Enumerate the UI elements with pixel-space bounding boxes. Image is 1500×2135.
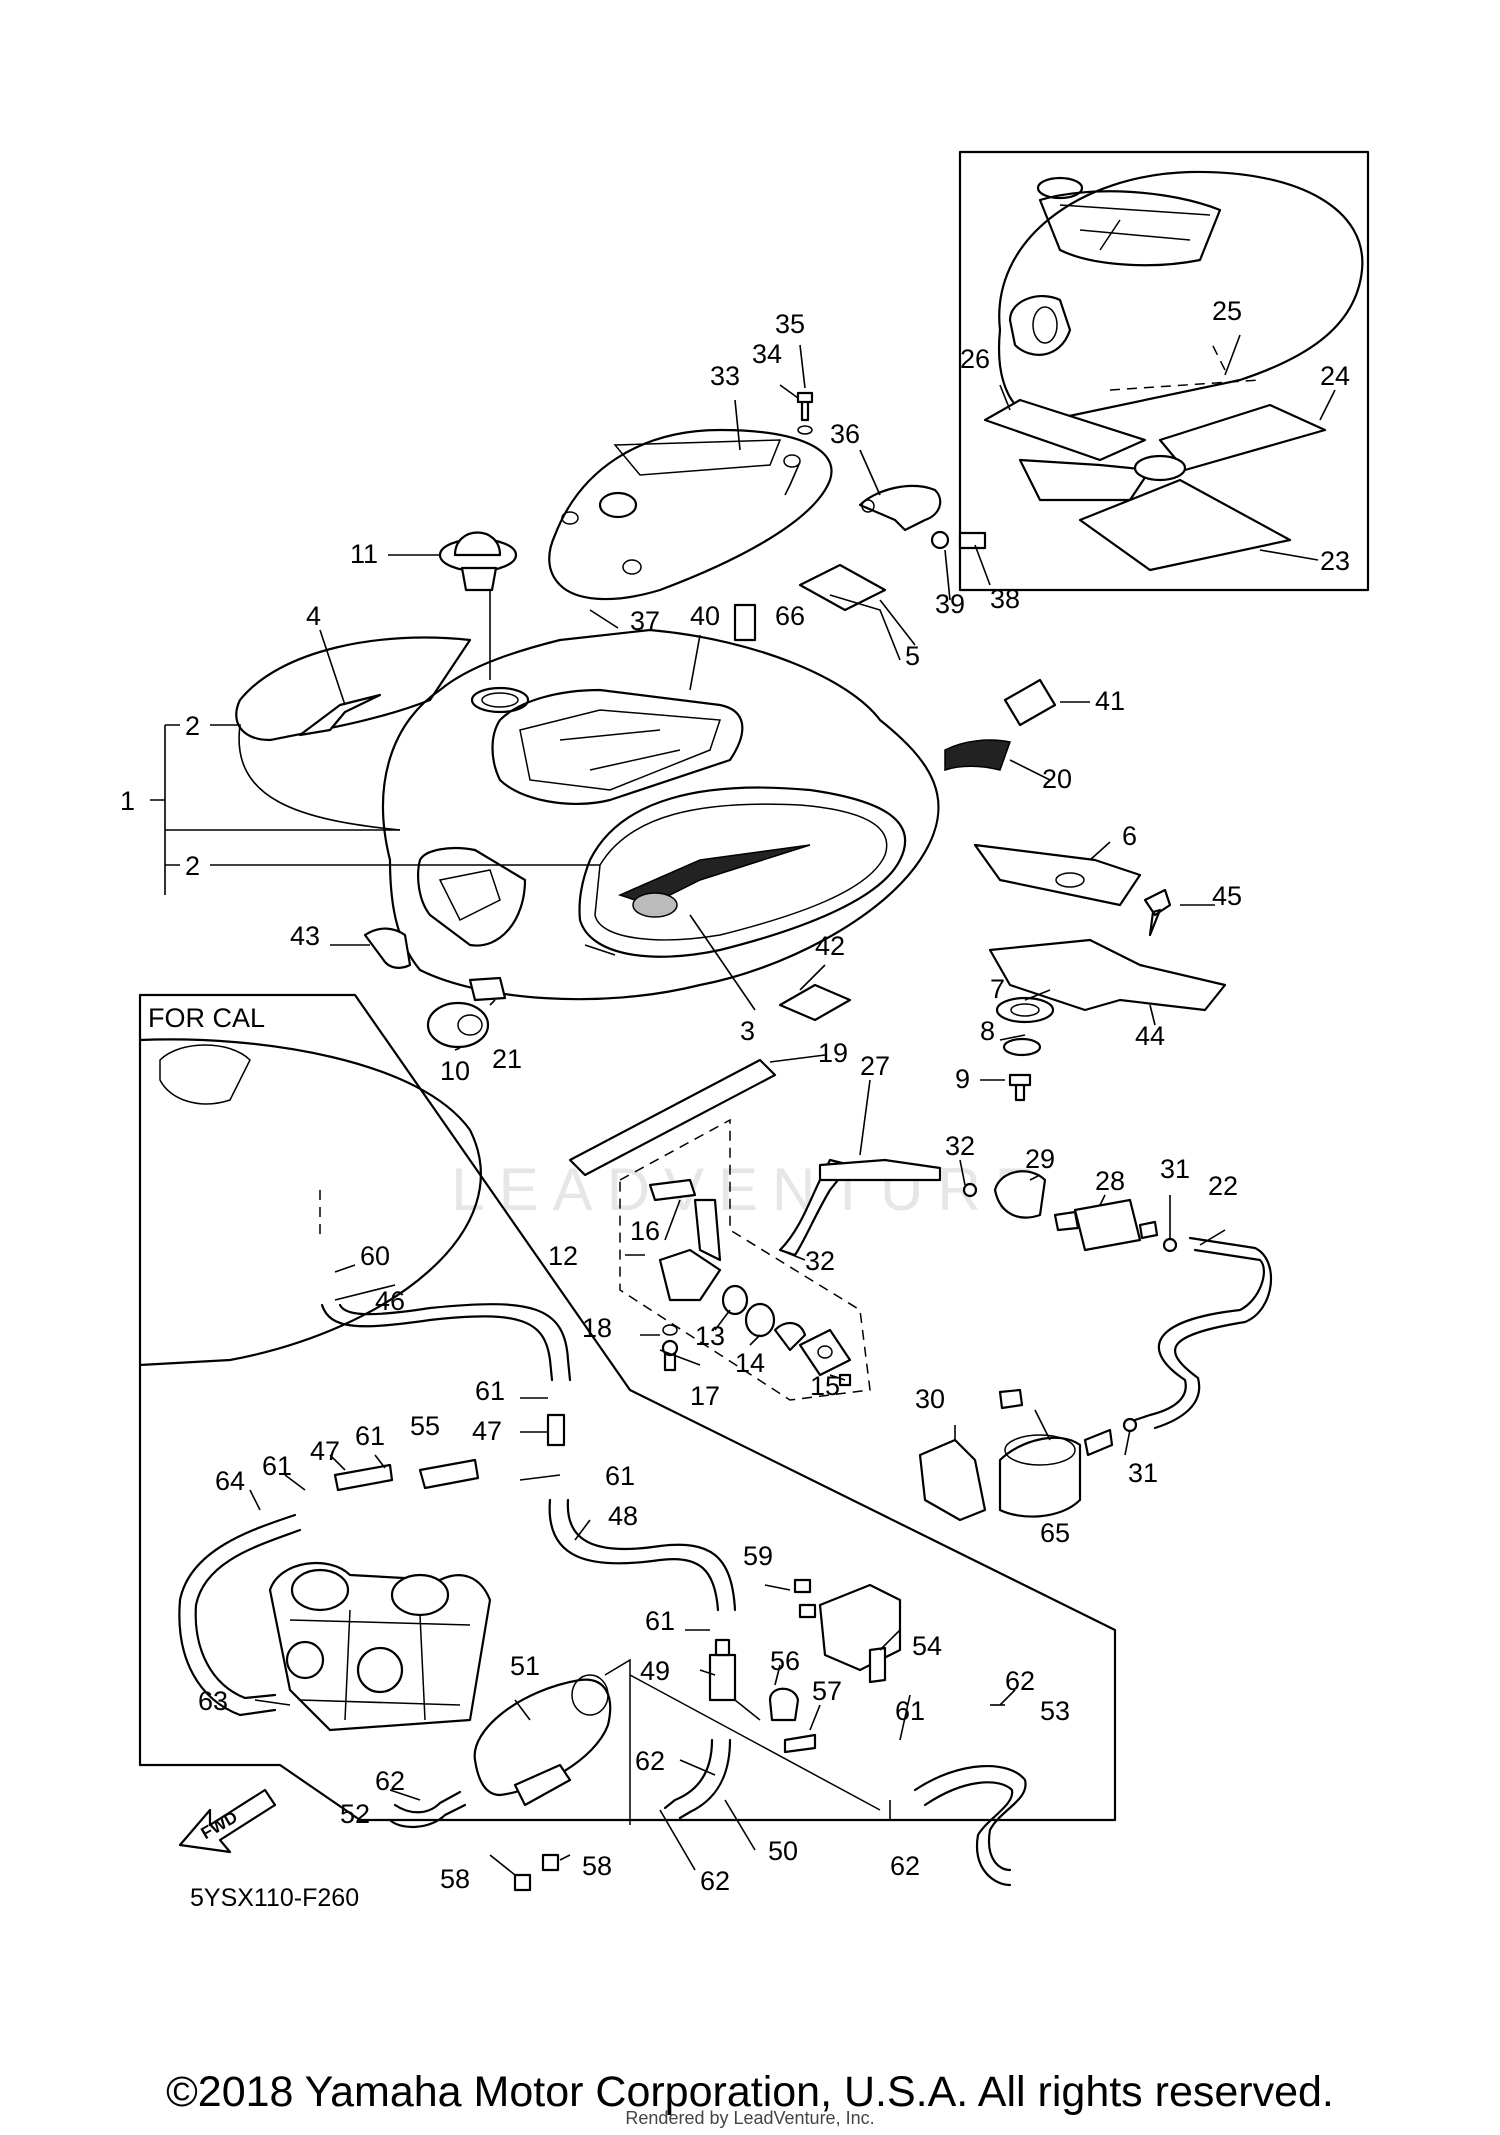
- callout-24: 24: [1320, 361, 1350, 391]
- callout-20: 20: [1042, 764, 1072, 794]
- callout-62: 62: [700, 1866, 730, 1896]
- callout-61: 61: [475, 1376, 505, 1406]
- callout-6: 6: [1122, 821, 1137, 851]
- callout-59: 59: [743, 1541, 773, 1571]
- callout-19: 19: [818, 1038, 848, 1068]
- callout-47: 47: [310, 1436, 340, 1466]
- callout-61: 61: [895, 1696, 925, 1726]
- callout-15: 15: [810, 1371, 840, 1401]
- parts-diagram: LEADVENTURE: [120, 150, 1370, 1912]
- instrument-panel-cover: [548, 428, 833, 601]
- fuel-cock-group: [619, 1118, 871, 1401]
- callout-62: 62: [635, 1746, 665, 1776]
- callout-43: 43: [290, 921, 320, 951]
- copyright-notice: ©2018 Yamaha Motor Corporation, U.S.A. A…: [166, 2068, 1334, 2116]
- callout-28: 28: [1095, 1166, 1125, 1196]
- callout-30: 30: [915, 1384, 945, 1414]
- for-cal-panel: [138, 993, 1117, 1892]
- callout-50: 50: [768, 1836, 798, 1866]
- leader-lines: [150, 344, 1226, 1876]
- callout-51: 51: [510, 1651, 540, 1681]
- callout-56: 56: [770, 1646, 800, 1676]
- callout-3: 3: [740, 1016, 755, 1046]
- rendered-by-notice: Rendered by LeadVenture, Inc.: [625, 2108, 875, 2128]
- callout-62: 62: [1005, 1666, 1035, 1696]
- for-cal-label: FOR CAL: [148, 1003, 265, 1033]
- small-parts: [363, 391, 1227, 1177]
- callout-8: 8: [980, 1016, 995, 1046]
- callout-52: 52: [340, 1799, 370, 1829]
- fuel-tank: [235, 628, 940, 1001]
- callout-64: 64: [215, 1466, 245, 1496]
- callout-25: 25: [1212, 296, 1242, 326]
- callout-58: 58: [582, 1851, 612, 1881]
- callout-45: 45: [1212, 881, 1242, 911]
- callout-61: 61: [262, 1451, 292, 1481]
- callout-4: 4: [306, 601, 321, 631]
- callout-2: 2: [185, 851, 200, 881]
- callout-65: 65: [1040, 1518, 1070, 1548]
- callout-36: 36: [830, 419, 860, 449]
- callout-34: 34: [752, 339, 782, 369]
- callout-5: 5: [905, 641, 920, 671]
- callout-29: 29: [1025, 1144, 1055, 1174]
- callout-41: 41: [1095, 686, 1125, 716]
- callout-32: 32: [805, 1246, 835, 1276]
- diagram-code: 5YSX110-F260: [190, 1884, 359, 1912]
- callout-38: 38: [990, 584, 1020, 614]
- callout-62: 62: [890, 1851, 920, 1881]
- fuel-cap: [438, 531, 518, 592]
- callout-42: 42: [815, 931, 845, 961]
- callout-1: 1: [120, 786, 135, 816]
- callout-14: 14: [735, 1348, 765, 1378]
- forward-arrow: FWD: [178, 1788, 277, 1854]
- callout-labels: 1 2 2 3 4 5 6 7 8 9 10 11 12 13 14 15 16…: [120, 296, 1350, 1912]
- callout-27: 27: [860, 1051, 890, 1081]
- callout-32: 32: [945, 1131, 975, 1161]
- callout-13: 13: [695, 1321, 725, 1351]
- callout-37: 37: [630, 606, 660, 636]
- callout-9: 9: [955, 1064, 970, 1094]
- callout-26: 26: [960, 344, 990, 374]
- callout-58: 58: [440, 1864, 470, 1894]
- callout-61: 61: [605, 1461, 635, 1491]
- callout-33: 33: [710, 361, 740, 391]
- callout-31: 31: [1160, 1154, 1190, 1184]
- callout-18: 18: [582, 1313, 612, 1343]
- callout-23: 23: [1320, 546, 1350, 576]
- callout-17: 17: [690, 1381, 720, 1411]
- callout-31: 31: [1128, 1458, 1158, 1488]
- watermark: LEADVENTURE: [451, 1156, 1048, 1223]
- callout-54: 54: [912, 1631, 942, 1661]
- callout-2: 2: [185, 711, 200, 741]
- callout-66: 66: [775, 601, 805, 631]
- callout-12: 12: [548, 1241, 578, 1271]
- callout-57: 57: [812, 1676, 842, 1706]
- callout-7: 7: [990, 974, 1005, 1004]
- inset-tank-pads: [958, 150, 1370, 592]
- fuel-line-route: [778, 1158, 1273, 1522]
- callout-16: 16: [630, 1216, 660, 1246]
- callout-48: 48: [608, 1501, 638, 1531]
- callout-35: 35: [775, 309, 805, 339]
- callout-39: 39: [935, 589, 965, 619]
- callout-62: 62: [375, 1766, 405, 1796]
- callout-49: 49: [640, 1656, 670, 1686]
- callout-10: 10: [440, 1056, 470, 1086]
- callout-40: 40: [690, 601, 720, 631]
- callout-11: 11: [350, 539, 378, 569]
- callout-61: 61: [355, 1421, 385, 1451]
- callout-55: 55: [410, 1411, 440, 1441]
- callout-60: 60: [360, 1241, 390, 1271]
- callout-44: 44: [1135, 1021, 1165, 1051]
- callout-61: 61: [645, 1606, 675, 1636]
- callout-63: 63: [198, 1686, 228, 1716]
- callout-47: 47: [472, 1416, 502, 1446]
- callout-53: 53: [1040, 1696, 1070, 1726]
- callout-21: 21: [492, 1044, 522, 1074]
- callout-22: 22: [1208, 1171, 1238, 1201]
- callout-46: 46: [375, 1286, 405, 1316]
